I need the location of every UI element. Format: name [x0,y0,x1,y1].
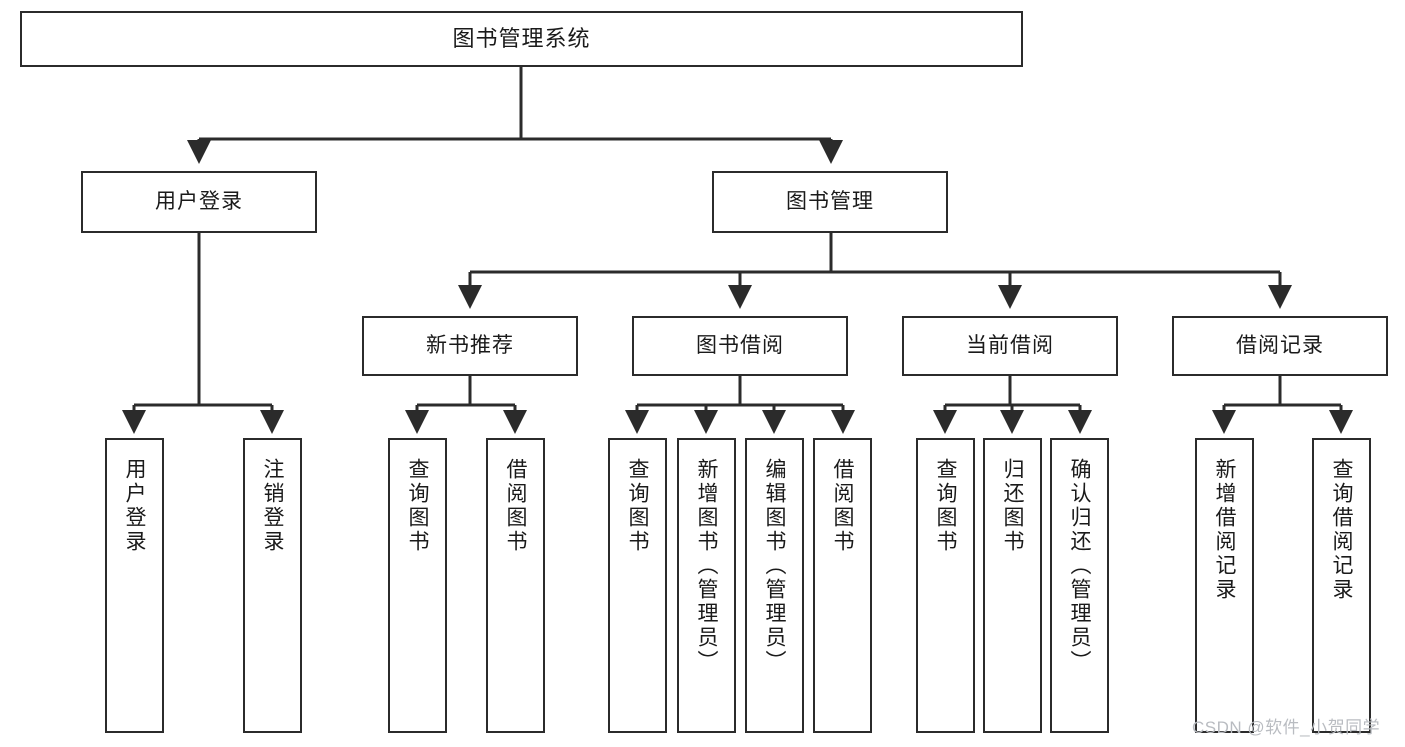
leaf-recommend-borrow-book[interactable]: 借阅图书 [486,438,545,733]
node-label: 图书管理系统 [452,26,591,52]
node-current-borrow[interactable]: 当前借阅 [902,316,1118,376]
leaf-current-query-book[interactable]: 查询图书 [916,438,975,733]
node-label: 查询图书 [934,458,957,554]
node-label: 编辑图书（管理员） [763,458,786,674]
node-label: 新增借阅记录 [1213,458,1236,602]
node-root-system[interactable]: 图书管理系统 [20,11,1023,67]
node-label: 确认归还（管理员） [1068,458,1091,674]
node-label: 新增图书（管理员） [695,458,718,674]
node-borrow-record[interactable]: 借阅记录 [1172,316,1388,376]
node-label: 用户登录 [123,458,146,554]
leaf-recommend-query-book[interactable]: 查询图书 [388,438,447,733]
leaf-record-add-record[interactable]: 新增借阅记录 [1195,438,1254,733]
node-label: 用户登录 [155,189,243,213]
leaf-borrow-add-book-admin[interactable]: 新增图书（管理员） [677,438,736,733]
node-new-book-recommend[interactable]: 新书推荐 [362,316,578,376]
node-label: 新书推荐 [426,333,514,357]
node-user-login[interactable]: 用户登录 [81,171,317,233]
node-book-borrow[interactable]: 图书借阅 [632,316,848,376]
node-label: 当前借阅 [966,333,1054,357]
node-label: 图书借阅 [696,333,784,357]
node-label: 查询图书 [626,458,649,554]
leaf-current-return-book[interactable]: 归还图书 [983,438,1042,733]
leaf-user-logout[interactable]: 注销登录 [243,438,302,733]
watermark-text: CSDN @软件_小贺同学 [1192,718,1381,737]
node-label: 借阅图书 [504,458,527,554]
node-label: 查询图书 [406,458,429,554]
node-label: 归还图书 [1001,458,1024,554]
leaf-borrow-query-book[interactable]: 查询图书 [608,438,667,733]
node-label: 注销登录 [261,458,284,554]
leaf-user-login[interactable]: 用户登录 [105,438,164,733]
node-label: 图书管理 [786,189,874,213]
node-label: 查询借阅记录 [1330,458,1353,602]
leaf-borrow-edit-book-admin[interactable]: 编辑图书（管理员） [745,438,804,733]
leaf-borrow-borrow-book[interactable]: 借阅图书 [813,438,872,733]
leaf-record-query-record[interactable]: 查询借阅记录 [1312,438,1371,733]
node-label: 借阅记录 [1236,333,1324,357]
leaf-current-confirm-return-admin[interactable]: 确认归还（管理员） [1050,438,1109,733]
node-label: 借阅图书 [831,458,854,554]
node-book-management[interactable]: 图书管理 [712,171,948,233]
